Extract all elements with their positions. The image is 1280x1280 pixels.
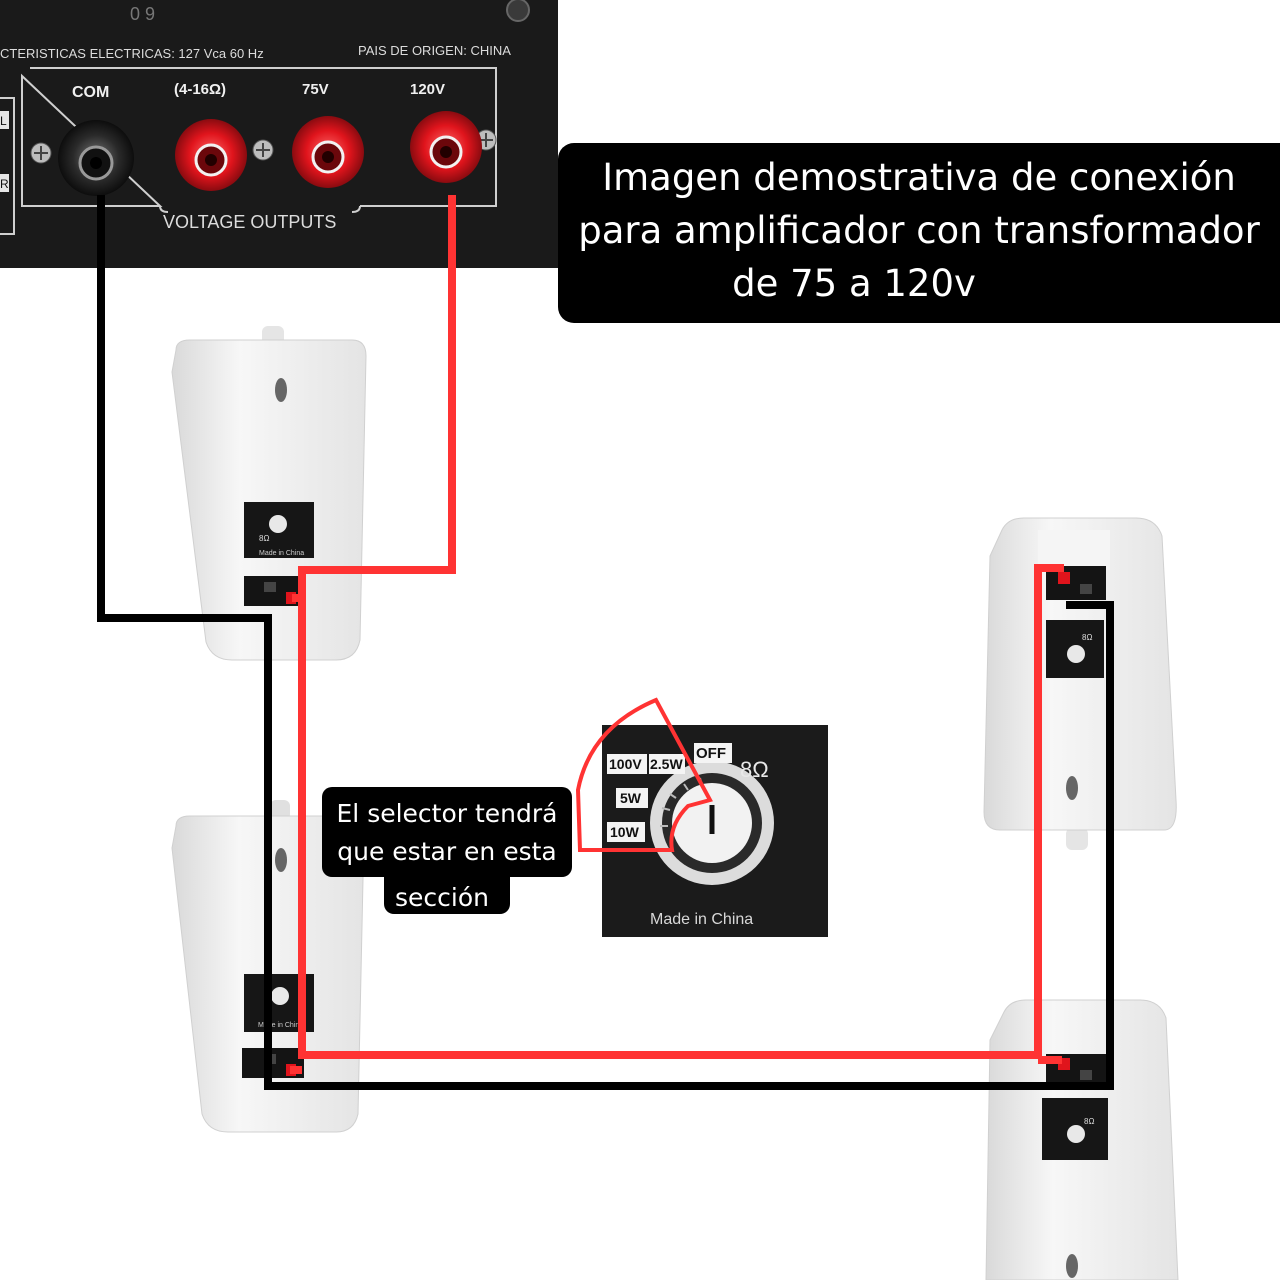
title-line-3: de 75 a 120v bbox=[558, 257, 1280, 310]
selector-note: El selector tendrá que estar en esta sec… bbox=[322, 787, 572, 877]
terminal-4-16-post bbox=[175, 119, 247, 191]
selector-label-off: OFF bbox=[696, 745, 726, 762]
terminal-label-75v: 75V bbox=[302, 81, 329, 98]
title-line-2: para amplificador con transformador bbox=[558, 204, 1280, 257]
speaker-top-left-impedance: 8Ω bbox=[259, 534, 269, 543]
terminal-75v-post bbox=[292, 116, 364, 188]
amp-origin-text: PAIS DE ORIGEN: CHINA bbox=[358, 43, 511, 58]
selector-closeup: 100V 2.5W OFF 8Ω 5W 10W Made in China bbox=[578, 700, 828, 937]
selector-made-in: Made in China bbox=[650, 911, 753, 928]
terminal-120v-post bbox=[410, 111, 482, 183]
amp-panel-label: VOLTAGE OUTPUTS bbox=[163, 212, 336, 232]
selector-impedance: 8Ω bbox=[740, 757, 769, 782]
terminal-com-post bbox=[58, 120, 134, 196]
positive-wire bbox=[290, 195, 1064, 1070]
selector-note-line-1: El selector tendrá bbox=[322, 795, 572, 833]
selector-label-100v: 100V bbox=[609, 756, 642, 772]
speaker-top-left-made-in: Made in China bbox=[259, 550, 304, 557]
speaker-top-right-impedance: 8Ω bbox=[1082, 633, 1092, 642]
amp-side-label-L: L bbox=[0, 114, 7, 128]
amp-spec-text: CTERISTICAS ELECTRICAS: 127 Vca 60 Hz bbox=[0, 46, 264, 61]
amp-top-digits: 0 9 bbox=[130, 4, 155, 24]
selector-note-line-3: sección bbox=[322, 879, 562, 917]
speaker-top-right: 8Ω bbox=[984, 518, 1176, 850]
terminal-label-120v: 120V bbox=[410, 81, 445, 98]
selector-label-2-5w: 2.5W bbox=[650, 756, 683, 772]
selector-label-10w: 10W bbox=[610, 824, 640, 840]
title-caption: Imagen demostrativa de conexión para amp… bbox=[558, 143, 1280, 323]
terminal-label-4-16: (4-16Ω) bbox=[174, 81, 226, 98]
amplifier-back-panel: 0 9 CTERISTICAS ELECTRICAS: 127 Vca 60 H… bbox=[0, 0, 558, 268]
speaker-bottom-right-impedance: 8Ω bbox=[1084, 1117, 1094, 1126]
speaker-top-left: 8Ω Made in China bbox=[172, 326, 366, 660]
amp-side-label-R: R bbox=[0, 177, 9, 191]
terminal-label-com: COM bbox=[72, 84, 109, 101]
speaker-bottom-right: 8Ω bbox=[986, 1000, 1178, 1280]
title-line-1: Imagen demostrativa de conexión bbox=[558, 151, 1280, 204]
selector-note-line-2: que estar en esta bbox=[322, 833, 572, 871]
selector-label-5w: 5W bbox=[620, 790, 642, 806]
